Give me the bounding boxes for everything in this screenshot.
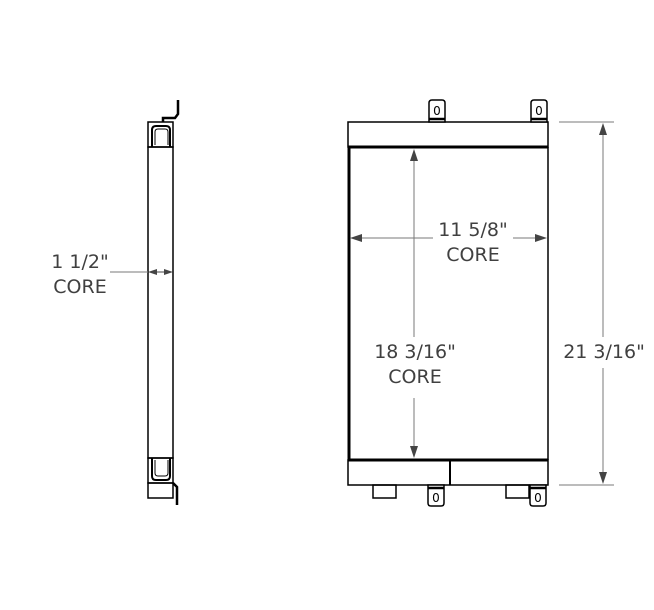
side-top-bracket bbox=[161, 100, 180, 122]
core-height-core-text: CORE bbox=[388, 366, 442, 388]
side-depth-core-text: CORE bbox=[53, 276, 107, 298]
overall-height-dimension bbox=[559, 121, 614, 486]
bracket-hole-glyphs: 0 0 0 0 bbox=[432, 104, 543, 505]
bracket-bottom-left bbox=[427, 484, 445, 507]
bracket-hole-glyph: 0 bbox=[432, 491, 440, 505]
side-top-tank bbox=[147, 121, 174, 148]
core-width-value: 11 5/8" bbox=[438, 219, 508, 241]
overall-height-value: 21 3/16" bbox=[563, 341, 645, 363]
bracket-hole-glyph: 0 bbox=[433, 104, 441, 118]
mounting-brackets bbox=[427, 99, 548, 507]
bracket-bottom-right bbox=[529, 484, 547, 507]
core-width-core-text: CORE bbox=[446, 244, 500, 266]
core-height-value: 18 3/16" bbox=[374, 341, 456, 363]
side-depth-dimension bbox=[110, 269, 173, 275]
bracket-top-right bbox=[530, 99, 548, 123]
side-bottom-bracket bbox=[172, 482, 179, 505]
bottom-fitting-right bbox=[505, 484, 530, 499]
core-height-label: 18 3/16" CORE bbox=[365, 340, 465, 390]
core-height-dimension bbox=[410, 149, 418, 458]
side-core-body bbox=[147, 146, 174, 459]
bottom-fitting-left bbox=[372, 484, 397, 499]
overall-height-label: 21 3/16" bbox=[556, 340, 652, 365]
side-depth-label: 1 1/2" CORE bbox=[40, 250, 120, 300]
bracket-top-left bbox=[428, 99, 446, 123]
core-width-label: 11 5/8" CORE bbox=[433, 218, 513, 268]
side-depth-value: 1 1/2" bbox=[51, 251, 109, 273]
side-view bbox=[147, 100, 180, 505]
front-bottom-tank bbox=[347, 459, 549, 486]
front-top-tank bbox=[347, 121, 549, 148]
bracket-hole-glyph: 0 bbox=[535, 104, 543, 118]
core-width-dimension bbox=[350, 234, 547, 242]
bracket-hole-glyph: 0 bbox=[534, 491, 542, 505]
front-view bbox=[347, 121, 549, 499]
